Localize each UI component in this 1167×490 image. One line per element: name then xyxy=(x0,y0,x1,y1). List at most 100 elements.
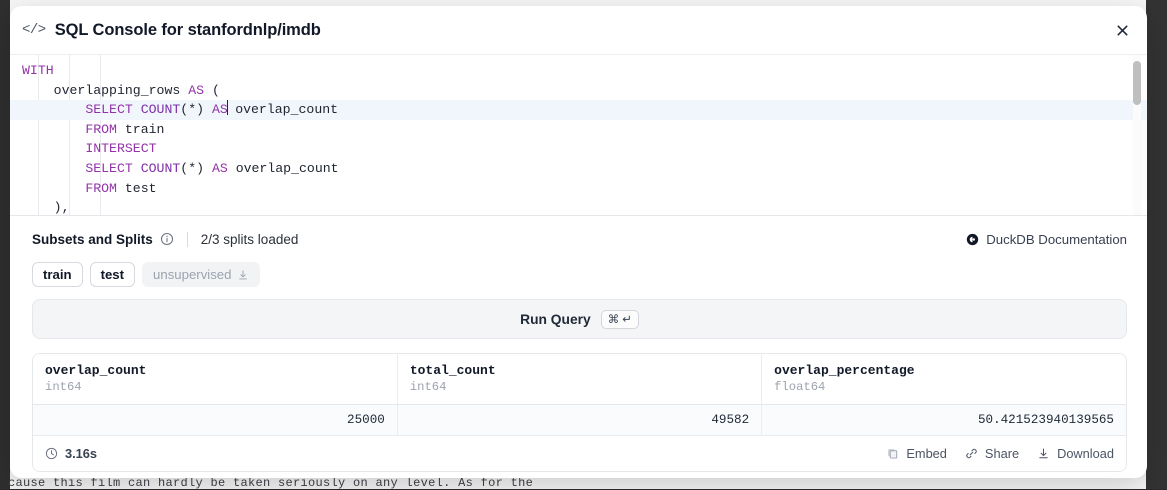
run-query-shortcut: ⌘ ↵ xyxy=(601,310,639,329)
split-chip-train[interactable]: train xyxy=(32,262,83,287)
code-token: SELECT xyxy=(85,102,132,117)
download-icon[interactable] xyxy=(237,269,249,281)
code-indent xyxy=(22,102,85,117)
code-indent xyxy=(22,122,85,137)
code-token: overlapping_rows xyxy=(54,83,189,98)
footer-action-label: Embed xyxy=(906,446,947,461)
run-query-button[interactable]: Run Query ⌘ ↵ xyxy=(32,299,1127,339)
code-token xyxy=(133,161,141,176)
subsets-and-splits-section: Subsets and Splits 2/3 splits loaded xyxy=(10,216,1147,287)
column-type: int64 xyxy=(45,380,385,394)
duckdb-documentation-link[interactable]: DuckDB Documentation xyxy=(966,232,1127,247)
run-query-wrap: Run Query ⌘ ↵ xyxy=(10,287,1147,339)
code-token: WITH xyxy=(22,63,54,78)
column-type: int64 xyxy=(410,380,749,394)
code-token: FROM xyxy=(85,122,117,137)
code-token: train xyxy=(117,122,164,137)
code-token: AS xyxy=(212,161,228,176)
column-name: overlap_percentage xyxy=(774,363,1114,378)
column-type: float64 xyxy=(774,380,1114,394)
page-edge-right xyxy=(1146,0,1167,489)
code-token: ), xyxy=(54,200,70,215)
splits-loaded-status: 2/3 splits loaded xyxy=(201,232,299,247)
code-icon: </> xyxy=(22,22,46,38)
divider xyxy=(187,232,188,247)
code-line[interactable]: SELECT COUNT(*) AS overlap_count xyxy=(10,159,1147,179)
query-timing-label: 3.16s xyxy=(65,446,97,461)
code-token: overlap_count xyxy=(227,102,338,117)
code-token: FROM xyxy=(85,181,117,196)
info-icon[interactable] xyxy=(160,232,174,246)
footer-action-share[interactable]: Share xyxy=(965,446,1019,461)
results-column-header[interactable]: overlap_percentage float64 xyxy=(762,354,1126,405)
table-cell: 25000 xyxy=(33,405,397,436)
code-line[interactable]: FROM test xyxy=(10,179,1147,199)
column-name: total_count xyxy=(410,363,749,378)
footer-action-label: Share xyxy=(985,446,1019,461)
code-token: AS xyxy=(188,83,204,98)
split-chip-unsupervised[interactable]: unsupervised xyxy=(142,262,260,287)
code-indent xyxy=(22,181,85,196)
close-icon[interactable] xyxy=(1109,17,1135,43)
download-icon xyxy=(1037,447,1050,460)
code-token: INTERSECT xyxy=(85,141,156,156)
column-name: overlap_count xyxy=(45,363,385,378)
code-token: COUNT xyxy=(141,102,181,117)
run-query-label: Run Query xyxy=(520,312,591,327)
code-token: COUNT xyxy=(141,161,181,176)
editor-scrollbar-thumb[interactable] xyxy=(1133,61,1141,105)
splits-header: Subsets and Splits 2/3 splits loaded xyxy=(32,228,1127,250)
code-line[interactable]: INTERSECT xyxy=(10,139,1147,159)
code-line[interactable]: WITH xyxy=(10,61,1147,81)
results-column-header[interactable]: overlap_count int64 xyxy=(33,354,397,405)
editor-scrollbar[interactable] xyxy=(1133,55,1141,215)
code-token: (*) xyxy=(180,161,212,176)
code-token xyxy=(133,102,141,117)
duckdb-icon xyxy=(966,233,979,246)
code-indent xyxy=(22,83,54,98)
table-cell: 49582 xyxy=(397,405,761,436)
results-actions: Embed Share Download xyxy=(886,446,1114,461)
code-indent xyxy=(22,200,54,215)
code-indent xyxy=(22,161,85,176)
footer-action-embed[interactable]: Embed xyxy=(886,446,947,461)
code-line[interactable]: ), xyxy=(10,198,1147,216)
page-edge-left xyxy=(0,0,10,489)
split-chip-label: test xyxy=(101,267,124,282)
code-token: overlap_count xyxy=(228,161,339,176)
split-chips: train test unsupervised xyxy=(32,262,1127,287)
code-token: (*) xyxy=(180,102,212,117)
split-chip-label: unsupervised xyxy=(153,267,231,282)
clock-icon xyxy=(45,447,58,460)
code-token: ( xyxy=(204,83,220,98)
splits-title: Subsets and Splits xyxy=(32,232,153,247)
split-chip-label: train xyxy=(43,267,72,282)
sql-code[interactable]: WITH overlapping_rows AS ( SELECT COUNT(… xyxy=(10,55,1147,216)
copy-icon xyxy=(886,447,899,460)
code-token: SELECT xyxy=(85,161,132,176)
page-title: SQL Console for stanfordnlp/imdb xyxy=(55,21,321,40)
link-icon xyxy=(965,447,978,460)
code-token: test xyxy=(117,181,157,196)
results-column-header[interactable]: total_count int64 xyxy=(397,354,761,405)
footer-action-download[interactable]: Download xyxy=(1037,446,1114,461)
code-line[interactable]: overlapping_rows AS ( xyxy=(10,81,1147,101)
split-chip-test[interactable]: test xyxy=(90,262,135,287)
enter-key-glyph: ↵ xyxy=(622,312,632,326)
code-line[interactable]: SELECT COUNT(*) AS overlap_count xyxy=(10,100,1147,120)
background-review-text: cause this film can hardly be taken seri… xyxy=(8,476,533,490)
footer-action-label: Download xyxy=(1057,446,1114,461)
code-line[interactable]: FROM train xyxy=(10,120,1147,140)
code-indent xyxy=(22,141,85,156)
duckdb-documentation-label: DuckDB Documentation xyxy=(986,232,1127,247)
table-cell: 50.421523940139565 xyxy=(762,405,1126,436)
results-footer: 3.16s Embed Share Download xyxy=(33,435,1126,471)
modal-header: </> SQL Console for stanfordnlp/imdb xyxy=(10,6,1147,54)
sql-editor[interactable]: WITH overlapping_rows AS ( SELECT COUNT(… xyxy=(10,54,1147,216)
query-timing: 3.16s xyxy=(45,446,97,461)
